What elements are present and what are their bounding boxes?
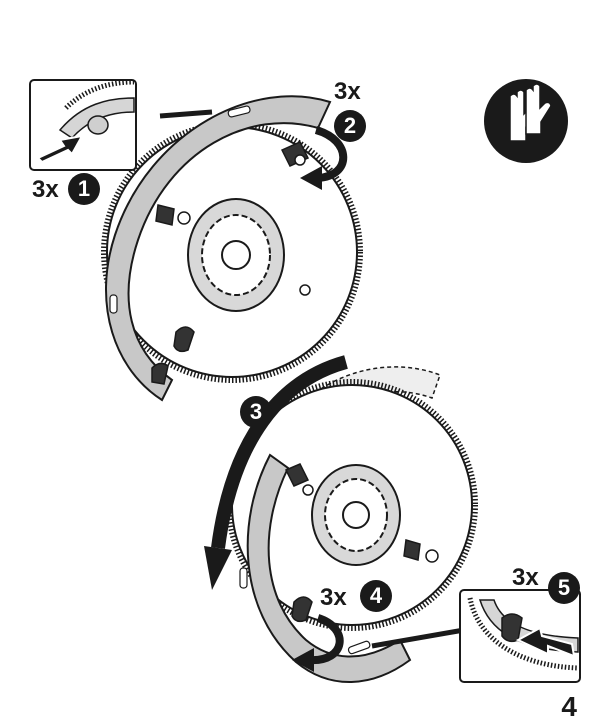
clip-bottom-c [291,596,313,623]
page-number: 4 [561,691,577,722]
clip-bottom-a [284,463,314,496]
ring-slot [239,567,248,589]
center-hub-bottom [311,464,401,566]
rotate-arrowhead-bottom [292,648,314,672]
clip-bottom-b [403,539,439,563]
step1-badge: 1 [68,173,100,205]
clip-top-right [280,141,310,167]
step4-count: 3x [320,584,347,611]
rotate-arrow-icon [314,126,348,182]
step1-count: 3x [32,176,59,203]
push-arrow-icon-bottom [515,626,576,658]
step3-badge: 3 [240,396,272,428]
bottom-assembly [204,355,478,683]
rotation-direction-arrowhead [204,546,232,590]
clip-top-left [155,204,191,226]
blade-hole-top [299,284,311,296]
clip-bottom-left [151,326,195,385]
inset-step1 [29,79,137,171]
rotate-arrow-icon-bottom [309,614,344,665]
step2-count: 3x [334,78,361,105]
top-assembly [101,95,363,402]
ring-slot [347,640,371,655]
rotate-arrowhead [300,166,322,190]
leader-line-bottom [371,627,465,649]
step5-badge: 5 [548,572,580,604]
ring-slot [227,105,251,118]
guard-ring-top [104,95,332,402]
gloves-icon [484,79,568,163]
step5-count: 3x [512,564,539,591]
inset-step5 [459,589,581,683]
guard-ring-bottom [246,453,412,683]
step4-badge: 4 [360,580,392,612]
push-arrow-icon [36,134,84,164]
ring-slot [109,294,118,314]
center-hub-top [187,198,285,312]
leader-line-top [159,109,213,119]
step2-badge: 2 [334,110,366,142]
